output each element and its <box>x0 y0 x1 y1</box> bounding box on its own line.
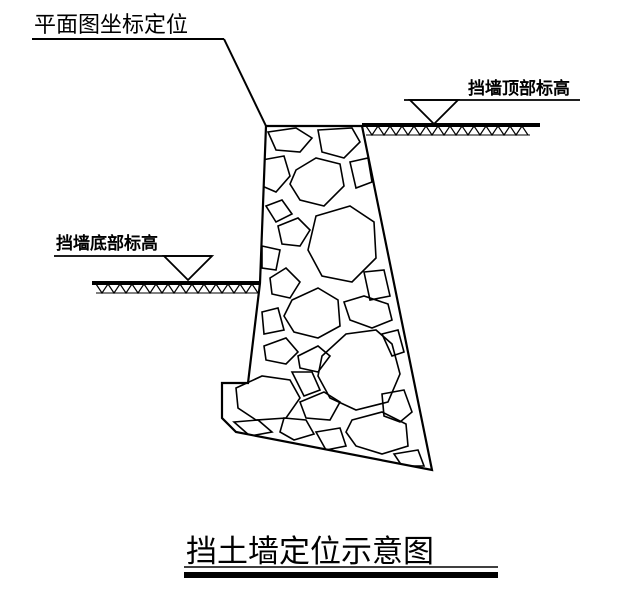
top-ground-line <box>362 123 540 137</box>
retaining-wall <box>220 124 434 472</box>
bottom-ground-line <box>92 281 260 295</box>
plan-coordinate-label: 平面图坐标定位 <box>34 13 188 38</box>
wall-outline <box>220 124 434 472</box>
diagram-caption: 挡土墙定位示意图 <box>186 534 434 570</box>
wall-top-elevation-label: 挡墙顶部标高 <box>468 78 570 99</box>
plan-coordinate-leader <box>32 38 267 127</box>
wall-top-elevation-marker <box>404 99 580 126</box>
rubble-stones <box>232 127 426 467</box>
wall-bottom-elevation-label: 挡墙底部标高 <box>56 233 158 254</box>
wall-bottom-elevation-marker <box>54 255 215 282</box>
